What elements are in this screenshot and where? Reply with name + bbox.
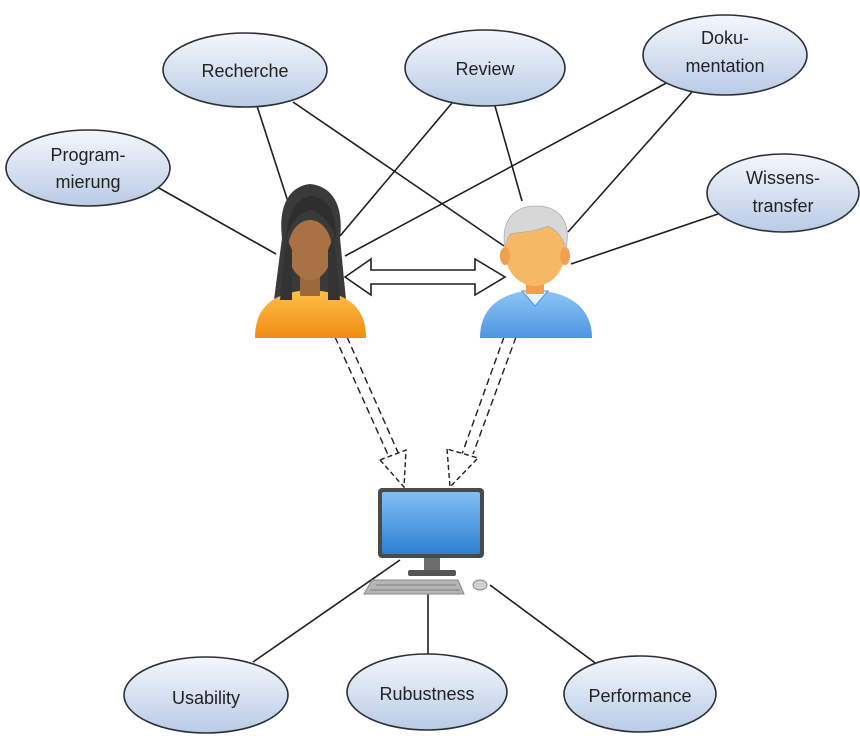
- node-programmierung-line1: Program-: [50, 145, 125, 165]
- node-wissenstransfer-line1: Wissens-: [746, 168, 820, 188]
- link-review-person1: [339, 102, 453, 237]
- link-review-person2: [494, 105, 523, 202]
- link-computer-usability: [252, 559, 401, 663]
- node-performance-label: Performance: [588, 686, 691, 706]
- computer-icon: [363, 488, 488, 595]
- dashed-arrow-person2-computer: [446, 336, 517, 489]
- node-wissenstransfer: Wissens- transfer: [706, 153, 860, 233]
- connection-lines: [149, 79, 719, 666]
- node-wissenstransfer-line2: transfer: [752, 196, 813, 216]
- node-usability-label: Usability: [172, 688, 240, 708]
- link-programmierung-person1: [149, 182, 277, 255]
- node-rubustness: Rubustness: [346, 653, 508, 731]
- node-usability: Usability: [123, 656, 289, 734]
- link-computer-performance: [489, 584, 599, 666]
- person-male-icon: [480, 205, 592, 338]
- link-wissenstransfer-person2: [570, 213, 719, 265]
- link-dokumentation-person1: [344, 79, 673, 257]
- link-recherche-person1: [256, 105, 293, 215]
- node-review-label: Review: [455, 59, 515, 79]
- collaboration-arrow: [343, 257, 507, 297]
- node-review: Review: [404, 29, 566, 107]
- person-female-icon: [255, 184, 366, 338]
- node-recherche: Recherche: [162, 32, 328, 108]
- node-dokumentation: Doku- mentation: [642, 14, 808, 96]
- node-recherche-label: Recherche: [201, 61, 288, 81]
- node-dokumentation-line1: Doku-: [701, 28, 749, 48]
- link-recherche-person2: [292, 101, 505, 247]
- node-rubustness-label: Rubustness: [379, 684, 474, 704]
- dashed-arrow-person1-computer: [334, 336, 407, 489]
- node-programmierung-line2: mierung: [55, 172, 120, 192]
- link-dokumentation-person2: [567, 91, 693, 233]
- node-programmierung: Program- mierung: [5, 129, 171, 207]
- node-performance: Performance: [563, 655, 717, 733]
- node-dokumentation-line2: mentation: [685, 56, 764, 76]
